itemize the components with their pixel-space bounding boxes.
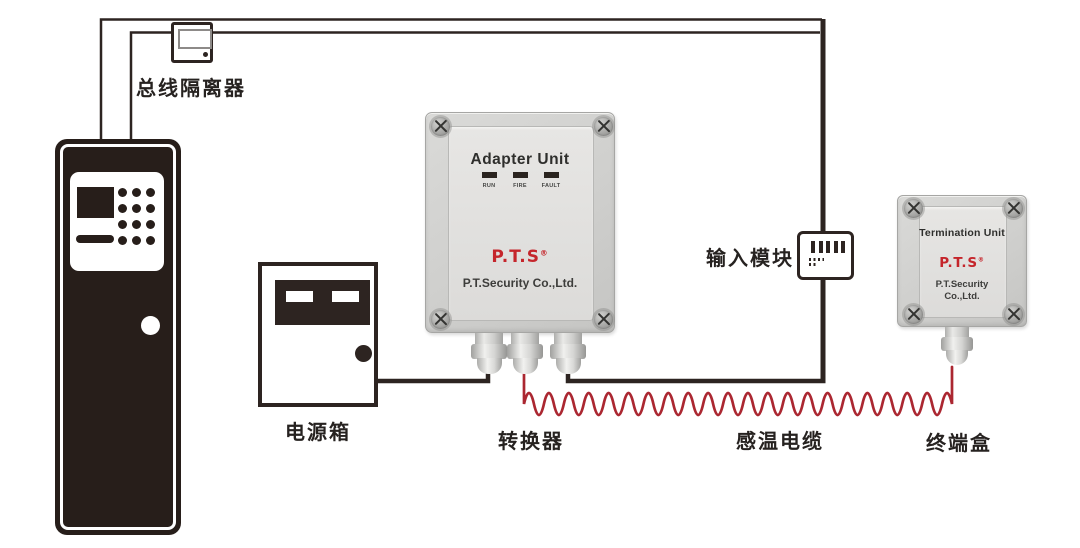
control-panel-device xyxy=(55,139,181,535)
module-to-adapter-wire xyxy=(565,366,826,384)
termination-company-text: P.T.Security Co.,Ltd. xyxy=(935,279,989,302)
control-panel-keypad xyxy=(118,188,155,245)
adapter-unit-label: 转换器 xyxy=(498,429,564,453)
sensor-cable-path xyxy=(522,365,954,417)
bus-wire-1 xyxy=(99,18,822,141)
bus-isolator-device xyxy=(171,22,213,63)
power-box-knob xyxy=(355,345,372,362)
screw-icon xyxy=(431,310,450,329)
screw-icon xyxy=(594,117,613,136)
control-panel-button-bar xyxy=(76,235,114,243)
power-box-device xyxy=(258,262,378,407)
termination-unit-panel xyxy=(919,206,1007,318)
fine-print xyxy=(809,258,824,261)
pts-logo: P.T.S® xyxy=(939,255,985,271)
control-panel-knob xyxy=(141,316,160,335)
pts-logo: P.T.S® xyxy=(491,247,549,267)
registered-mark: ® xyxy=(539,248,549,258)
cable-gland xyxy=(470,333,508,374)
fault-led xyxy=(543,172,559,178)
adapter-unit-title: Adapter Unit xyxy=(470,151,570,168)
screw-icon xyxy=(594,310,613,329)
input-module-label: 输入模块 xyxy=(706,246,794,270)
bus-isolator-led xyxy=(203,52,208,57)
registered-mark: ® xyxy=(977,256,985,264)
screw-icon xyxy=(1004,305,1023,324)
fault-led-label: FAULT xyxy=(541,183,561,189)
adapter-company-text: P.T.Security Co.,Ltd. xyxy=(462,276,578,290)
input-module-device xyxy=(797,231,854,280)
termination-unit-label: 终端盒 xyxy=(926,431,992,455)
bus-wire-2 xyxy=(129,31,820,141)
control-panel-door-outline xyxy=(60,144,176,530)
run-led xyxy=(481,172,497,178)
control-panel-display xyxy=(77,187,114,218)
fine-print xyxy=(809,263,818,266)
cable-gland xyxy=(549,333,587,374)
input-module-vents xyxy=(811,241,845,253)
run-led-label: RUN xyxy=(482,183,496,189)
cable-gland xyxy=(506,333,544,374)
bus-isolator-label: 总线隔离器 xyxy=(136,76,246,100)
termination-unit-device: Termination Unit P.T.S® P.T.Security Co.… xyxy=(897,195,1027,365)
bus-isolator-window xyxy=(178,29,212,49)
adapter-unit-panel xyxy=(448,126,594,321)
control-panel-faceplate xyxy=(70,172,164,271)
power-box-label: 电源箱 xyxy=(285,420,351,444)
fire-led-label: FIRE xyxy=(513,183,527,189)
sensor-cable-label: 感温电缆 xyxy=(736,429,824,453)
screw-icon xyxy=(1004,199,1023,218)
screw-icon xyxy=(431,117,450,136)
adapter-unit-device: Adapter Unit RUN FIRE FAULT P.T.S® P.T.S… xyxy=(425,112,615,374)
termination-unit-title: Termination Unit xyxy=(919,227,1005,239)
cable-gland xyxy=(940,327,974,365)
adapter-indicator-leds xyxy=(426,172,614,178)
screw-icon xyxy=(904,199,923,218)
power-box-vent-panel xyxy=(275,280,370,325)
screw-icon xyxy=(904,305,923,324)
fire-led xyxy=(512,172,528,178)
